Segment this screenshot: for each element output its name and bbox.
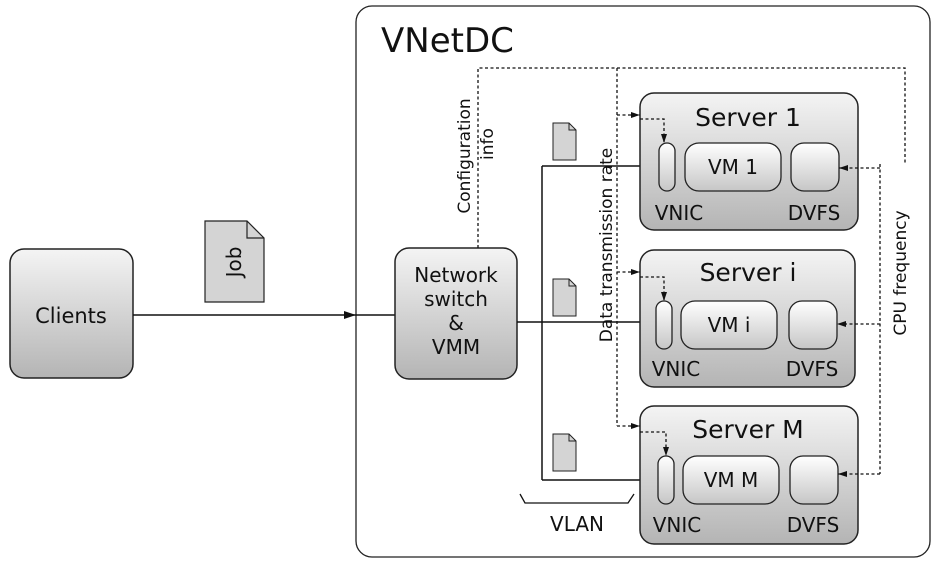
- dvfs-label: DVFS: [788, 201, 841, 225]
- vlan-bracket: [519, 493, 635, 504]
- vnic-label: VNIC: [653, 513, 702, 537]
- dvfs-label: DVFS: [786, 357, 839, 381]
- switch-line-4: VMM: [432, 335, 480, 359]
- packet-document: [552, 433, 577, 472]
- server-i: Server i VM i VNIC DVFS: [639, 249, 880, 388]
- vm-label: VM i: [708, 313, 751, 337]
- server-name: Server 1: [695, 103, 801, 132]
- server-1: Server 1 VM 1 VNIC DVFS: [639, 92, 880, 231]
- vnic-oval: [657, 455, 675, 505]
- job-label: Job: [222, 247, 246, 280]
- vm-label: VM M: [704, 468, 759, 492]
- config-to-vnic-dotted: [640, 276, 667, 301]
- dvfs-box: [790, 142, 840, 192]
- packet-document: [552, 122, 577, 161]
- vnic-label: VNIC: [652, 357, 701, 381]
- clients-label: Clients: [35, 304, 107, 328]
- switch-line-3: &: [448, 311, 464, 335]
- rate-label: Data transmission rate: [597, 148, 617, 343]
- vnic-oval: [658, 142, 676, 192]
- dvfs-box: [789, 455, 839, 505]
- packet-document: [552, 278, 577, 317]
- dvfs-box: [788, 300, 838, 350]
- vm-box: [682, 455, 780, 505]
- config-label-2: info: [478, 128, 498, 160]
- switch-line-2: switch: [424, 287, 488, 311]
- vm-box: [680, 300, 778, 350]
- clients-box: [9, 248, 134, 379]
- vm-label: VM 1: [708, 155, 758, 179]
- vnic-oval: [655, 300, 673, 350]
- vnetdc-title: VNetDC: [381, 21, 514, 61]
- vnic-label: VNIC: [655, 201, 704, 225]
- vlan-label: VLAN: [550, 512, 604, 536]
- job-document: Job: [204, 220, 265, 303]
- server-name: Server i: [700, 258, 797, 287]
- cpu-label: CPU frequency: [891, 210, 911, 335]
- vm-box: [684, 142, 782, 192]
- switch-box: [394, 247, 518, 380]
- server-name: Server M: [692, 415, 804, 444]
- config-to-vnic-dotted: [640, 118, 667, 143]
- dvfs-label: DVFS: [787, 513, 840, 537]
- server-m: Server M VM M VNIC DVFS: [639, 405, 880, 545]
- config-label-1: Configuration: [455, 98, 475, 213]
- config-dotted-line: [477, 67, 906, 248]
- switch-line-1: Network: [414, 263, 498, 287]
